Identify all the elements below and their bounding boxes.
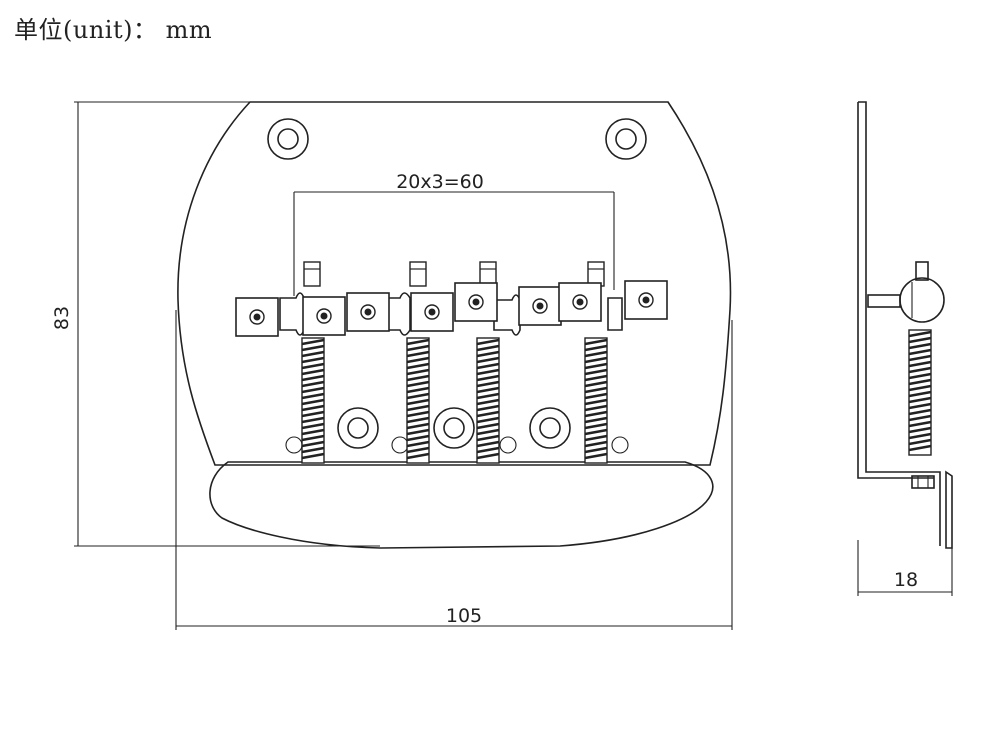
saddle-block-4 xyxy=(410,292,454,332)
saddle-screw-4 xyxy=(583,336,609,465)
dimension-saddle-spacing: 20x3=60 xyxy=(293,171,615,296)
saddle-block-6 xyxy=(518,286,562,326)
depth-label: 18 xyxy=(894,569,918,591)
peg-4 xyxy=(611,436,629,454)
dimension-width: 105 xyxy=(175,310,733,630)
tail-plate xyxy=(209,461,714,549)
dimension-depth: 18 xyxy=(857,540,953,596)
saddle-block-1 xyxy=(235,297,279,337)
width-label: 105 xyxy=(446,605,482,627)
saddle-screw-1 xyxy=(300,336,326,465)
height-pin-2 xyxy=(409,261,427,287)
dimension-height: 83 xyxy=(51,101,380,547)
saddle-block-8 xyxy=(624,280,668,320)
mounting-hole-lower-3 xyxy=(529,407,571,449)
base-plate-outline xyxy=(177,101,732,466)
unit-label: 单位(unit)： mm xyxy=(14,16,213,44)
height-pin-1 xyxy=(303,261,321,287)
saddle-spacing-label: 20x3=60 xyxy=(396,171,484,193)
saddle-screw-2 xyxy=(405,336,431,465)
mounting-hole-right xyxy=(605,118,647,160)
mounting-hole-lower-1 xyxy=(337,407,379,449)
saddle-screw-3 xyxy=(475,336,501,465)
saddle-block-5 xyxy=(454,282,498,322)
side-view xyxy=(857,101,953,549)
saddle-block-2 xyxy=(302,296,346,336)
mounting-hole-left xyxy=(267,118,309,160)
peg-3 xyxy=(499,436,517,454)
saddle-block-7 xyxy=(558,282,602,322)
peg-2 xyxy=(391,436,409,454)
saddle-block-3 xyxy=(346,292,390,332)
peg-1 xyxy=(285,436,303,454)
height-label: 83 xyxy=(51,306,73,330)
mounting-hole-lower-2 xyxy=(433,407,475,449)
